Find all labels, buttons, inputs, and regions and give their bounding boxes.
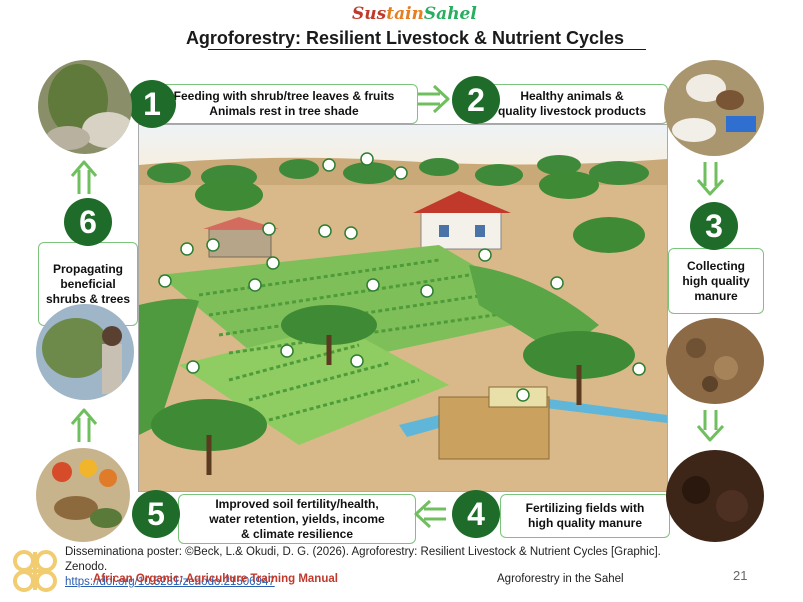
step-4-line-2: high quality manure <box>527 516 642 530</box>
step-1-box: Feeding with shrub/tree leaves & fruits … <box>150 84 418 124</box>
sustainsahel-logo: SustainSahel <box>352 2 477 26</box>
photo-compost <box>666 450 764 542</box>
manual-name: African Organic: Agriculture Training Ma… <box>93 573 338 585</box>
step-5-line-2: water retention, yields, income <box>209 511 385 526</box>
step-5-line-1: Improved soil fertility/health, <box>215 496 379 511</box>
citation-text: Disseminationa poster: ©Beck, L.& Okudi,… <box>65 545 705 590</box>
step-6-number: 6 <box>64 198 112 246</box>
poster-title: Agroforestry: Resilient Livestock & Nutr… <box>150 28 660 50</box>
page-number: 21 <box>733 568 748 583</box>
photo-goats-feeding <box>38 60 132 154</box>
step-4-number: 4 <box>452 490 500 538</box>
step-2-number: 2 <box>452 76 500 124</box>
section-name: Agroforestry in the Sahel <box>497 573 624 585</box>
photo-market-produce <box>36 448 130 542</box>
step-4-box: Fertilizing fields with high quality man… <box>500 494 670 538</box>
knot-logo-icon <box>6 545 64 597</box>
step-6-line-3: shrubs & trees <box>45 291 131 306</box>
logo-part-3: Sahel <box>423 4 477 24</box>
step-1-number: 1 <box>128 80 176 128</box>
step-3-line-2: high quality <box>682 273 750 288</box>
doi-link[interactable]: https://doi.org/10.5281/zenodo.21506947 <box>65 576 275 588</box>
step-3-number: 3 <box>690 202 738 250</box>
photo-healthy-goats <box>664 60 764 156</box>
step-3-line-1: Collecting <box>686 258 745 273</box>
step-6-box: Propagating beneficial shrubs & trees <box>38 242 138 326</box>
citation-body: Disseminationa poster: ©Beck, L.& Okudi,… <box>65 546 661 573</box>
logo-part-2: tain <box>386 4 424 24</box>
step-3-box: Collecting high quality manure <box>668 248 764 314</box>
step-5-box: Improved soil fertility/health, water re… <box>178 494 416 544</box>
step-2-line-1: Healthy animals & <box>520 89 624 103</box>
step-4-line-1: Fertilizing fields with <box>525 501 645 515</box>
step-1-line-2: Animals rest in tree shade <box>209 104 359 118</box>
photo-tree-propagation <box>36 304 134 400</box>
step-2-box: Healthy animals & quality livestock prod… <box>476 84 668 124</box>
step-6-line-1: Propagating <box>52 261 123 276</box>
step-2-line-2: quality livestock products <box>497 104 647 118</box>
agroforestry-scene-illustration <box>138 124 668 492</box>
step-5-line-3: & climate resilience <box>240 526 354 541</box>
step-3-line-3: manure <box>694 288 738 303</box>
step-5-number: 5 <box>132 490 180 538</box>
step-1-line-1: Feeding with shrub/tree leaves & fruits <box>173 89 395 103</box>
logo-part-1: Sus <box>352 4 387 24</box>
photo-manure-dry <box>666 318 764 404</box>
step-6-line-2: beneficial <box>60 276 116 291</box>
